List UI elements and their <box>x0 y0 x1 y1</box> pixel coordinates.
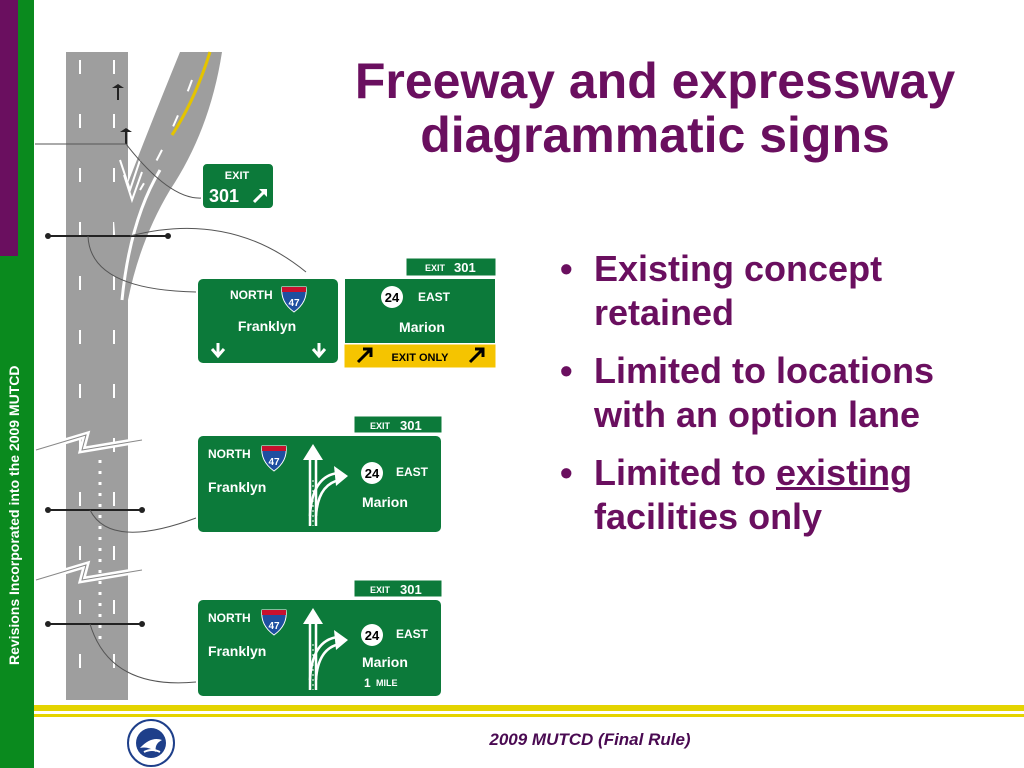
footer-text: 2009 MUTCD (Final Rule) <box>489 730 691 749</box>
north-label: NORTH <box>208 447 251 461</box>
diagrammatic-advance-sign: EXIT 301 NORTH 47 Franklyn 24 EAST Mario… <box>196 579 443 698</box>
bullet-emphasis: existing <box>776 452 913 493</box>
up-right-arrow-icon <box>356 347 373 364</box>
down-arrow-icon <box>311 343 327 359</box>
destination-franklyn: Franklyn <box>238 318 296 334</box>
bullet-text-prefix: Limited to <box>594 452 776 493</box>
down-arrow-icon <box>210 343 226 359</box>
destination-marion: Marion <box>362 654 408 670</box>
bullet-item: Limited to existing facilities only <box>554 451 1014 539</box>
state-route-number: 24 <box>385 290 400 305</box>
footer-rule <box>34 714 1024 717</box>
interstate-shield-icon: 47 <box>261 609 287 636</box>
footer-rule <box>34 705 1024 711</box>
exit-label: EXIT <box>425 263 446 273</box>
state-route-number: 24 <box>365 466 380 481</box>
diagrammatic-option-lane-sign: EXIT 301 NORTH 47 Franklyn 24 EAST Mario… <box>196 415 443 534</box>
exit-label: EXIT <box>370 585 391 595</box>
state-route-shield-icon <box>361 624 383 646</box>
state-route-number: 24 <box>365 628 380 643</box>
exit-label: EXIT <box>225 170 250 182</box>
exit-number: 301 <box>400 582 422 597</box>
north-47-franklyn-sign: NORTH 47 Franklyn <box>196 277 340 365</box>
state-route-shield-icon <box>381 286 403 308</box>
destination-marion: Marion <box>362 494 408 510</box>
sidebar-text: Revisions Incorporated into the 2009 MUT… <box>6 365 22 666</box>
interstate-number: 47 <box>288 298 300 309</box>
east-label: EAST <box>396 627 429 641</box>
east-label: EAST <box>396 465 429 479</box>
destination-franklyn: Franklyn <box>208 479 266 495</box>
north-label: NORTH <box>230 288 273 302</box>
interstate-shield-icon: 47 <box>281 286 307 313</box>
up-right-arrow-icon <box>468 347 485 364</box>
exit-label: EXIT <box>370 421 391 431</box>
bullet-text: Limited to locations with an option lane <box>594 350 935 435</box>
freeway-mainline <box>66 52 128 700</box>
split-arrow-icon <box>303 444 348 526</box>
exit-number: 301 <box>400 418 422 433</box>
distance-unit: MILE <box>376 678 398 688</box>
slide-title: Freeway and expressway diagrammatic sign… <box>300 54 1010 162</box>
bullet-item: Existing concept retained <box>554 247 1014 335</box>
exit-number: 301 <box>209 186 239 206</box>
north-label: NORTH <box>208 611 251 625</box>
sidebar: Revisions Incorporated into the 2009 MUT… <box>0 0 34 768</box>
freeway-sign-diagram: EXIT 301 NORTH 47 Franklyn EXIT 301 24 E… <box>35 51 497 700</box>
east-24-marion-exit-only-sign: EXIT 301 24 EAST Marion EXIT ONLY <box>343 257 497 369</box>
exit-ramp <box>114 52 222 300</box>
sidebar-accent <box>0 0 18 256</box>
exit-only-label: EXIT ONLY <box>391 352 449 364</box>
title-line-1: Freeway and expressway <box>354 53 956 109</box>
distance-number: 1 <box>364 676 371 690</box>
exit-number: 301 <box>454 260 476 275</box>
exit-301-gore-sign: EXIT 301 <box>201 162 275 210</box>
title-line-2: diagrammatic signs <box>420 107 890 163</box>
split-arrow-icon <box>303 608 348 690</box>
bullet-text: Existing concept retained <box>594 248 883 333</box>
interstate-number: 47 <box>268 621 280 632</box>
destination-franklyn: Franklyn <box>208 643 266 659</box>
state-route-shield-icon <box>361 462 383 484</box>
usdot-seal-icon <box>127 719 175 767</box>
interstate-number: 47 <box>268 457 280 468</box>
bullet-list: Existing concept retained Limited to loc… <box>554 247 1014 553</box>
interstate-shield-icon: 47 <box>261 445 287 472</box>
bullet-item: Limited to locations with an option lane <box>554 349 1014 437</box>
bullet-text-suffix: facilities only <box>594 496 823 537</box>
destination-marion: Marion <box>399 319 445 335</box>
east-label: EAST <box>418 290 451 304</box>
